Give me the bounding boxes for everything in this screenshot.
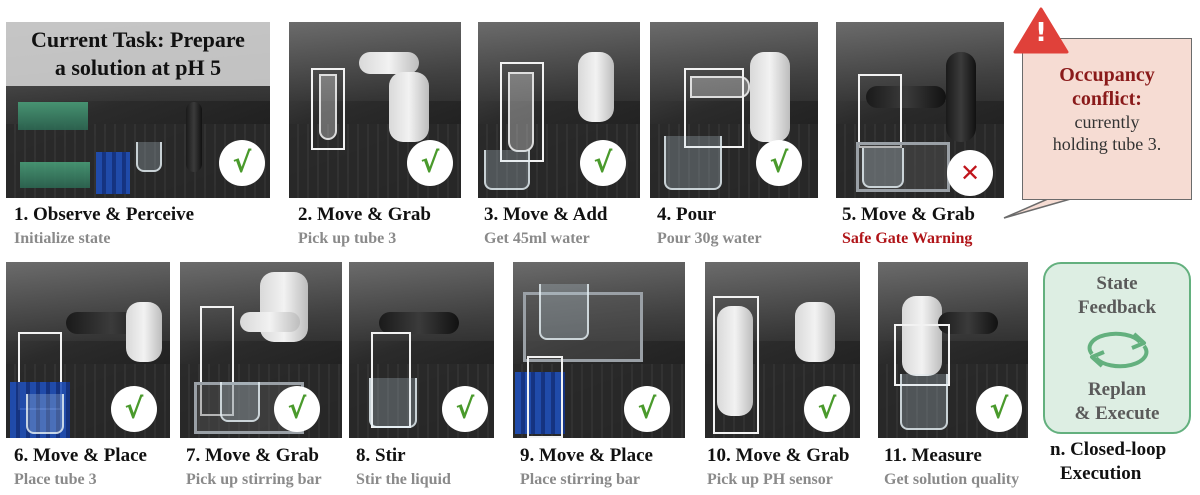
step-4-check-icon: √ bbox=[756, 140, 802, 186]
task-banner: Current Task: Prepare a solution at pH 5 bbox=[6, 22, 270, 86]
step-7-title: 7. Move & Grab bbox=[186, 445, 319, 466]
loop-top-line-2: Feedback bbox=[1077, 297, 1157, 318]
occupancy-conflict-callout: Occupancy conflict: currently holding tu… bbox=[1022, 38, 1192, 200]
cycle-arrows-icon bbox=[1087, 331, 1149, 369]
step-5-cross-icon: ✕ bbox=[947, 150, 993, 196]
step-7-subtitle: Pick up stirring bar bbox=[186, 471, 322, 488]
step-8-subtitle: Stir the liquid bbox=[356, 471, 451, 488]
step-9-subtitle: Place stirring bar bbox=[520, 471, 640, 488]
step-7-check-icon: √ bbox=[274, 386, 320, 432]
step-5-title: 5. Move & Grab bbox=[842, 204, 975, 225]
closed-loop-box: State Feedback Replan & Execute bbox=[1043, 262, 1191, 434]
loop-bottom-line-2: & Execute bbox=[1074, 403, 1160, 424]
loop-bottom-line-1: Replan bbox=[1087, 379, 1147, 400]
step-9-check-icon: √ bbox=[624, 386, 670, 432]
step-1-check-icon: √ bbox=[219, 140, 265, 186]
step-3-title: 3. Move & Add bbox=[484, 204, 608, 225]
step-11-subtitle: Get solution quality bbox=[884, 471, 1020, 488]
step-6-subtitle: Place tube 3 bbox=[14, 471, 97, 488]
step-10-title: 10. Move & Grab bbox=[707, 445, 850, 466]
task-banner-line-2: a solution at pH 5 bbox=[54, 55, 222, 80]
step-1-title: 1. Observe & Perceive bbox=[14, 204, 195, 225]
step-11-title: 11. Measure bbox=[884, 445, 982, 466]
warning-exclamation: ! bbox=[1035, 18, 1047, 48]
step-5-subtitle: Safe Gate Warning bbox=[842, 230, 973, 247]
step-2-title: 2. Move & Grab bbox=[298, 204, 431, 225]
step-6-check-icon: √ bbox=[111, 386, 157, 432]
step-2-subtitle: Pick up tube 3 bbox=[298, 230, 397, 247]
callout-body-line-1: currently bbox=[1074, 112, 1140, 132]
closed-loop-caption-line-2: Execution bbox=[1060, 463, 1142, 484]
closed-loop-caption-line-1: n. Closed-loop bbox=[1050, 439, 1167, 460]
loop-top-line-1: State bbox=[1096, 273, 1138, 294]
callout-title-line-1: Occupancy bbox=[1059, 64, 1155, 86]
step-10-check-icon: √ bbox=[804, 386, 850, 432]
callout-title-line-2: conflict: bbox=[1072, 88, 1142, 110]
step-3-check-icon: √ bbox=[580, 140, 626, 186]
closed-loop-caption: n. Closed-loop Execution bbox=[1050, 438, 1190, 486]
step-11-check-icon: √ bbox=[976, 386, 1022, 432]
step-7-photo bbox=[180, 262, 342, 438]
step-8-title: 8. Stir bbox=[356, 445, 406, 466]
step-8-check-icon: √ bbox=[442, 386, 488, 432]
callout-body-line-2: holding tube 3. bbox=[1052, 134, 1162, 154]
step-2-check-icon: √ bbox=[407, 140, 453, 186]
step-9-title: 9. Move & Place bbox=[520, 445, 653, 466]
step-3-subtitle: Get 45ml water bbox=[484, 230, 590, 247]
task-banner-line-1: Current Task: Prepare bbox=[31, 27, 245, 52]
step-1-subtitle: Initialize state bbox=[14, 230, 111, 247]
step-10-subtitle: Pick up PH sensor bbox=[707, 471, 833, 488]
step-4-subtitle: Pour 30g water bbox=[657, 230, 762, 247]
step-4-title: 4. Pour bbox=[657, 204, 717, 225]
warning-triangle-icon: ! bbox=[1012, 6, 1070, 56]
step-6-title: 6. Move & Place bbox=[14, 445, 147, 466]
